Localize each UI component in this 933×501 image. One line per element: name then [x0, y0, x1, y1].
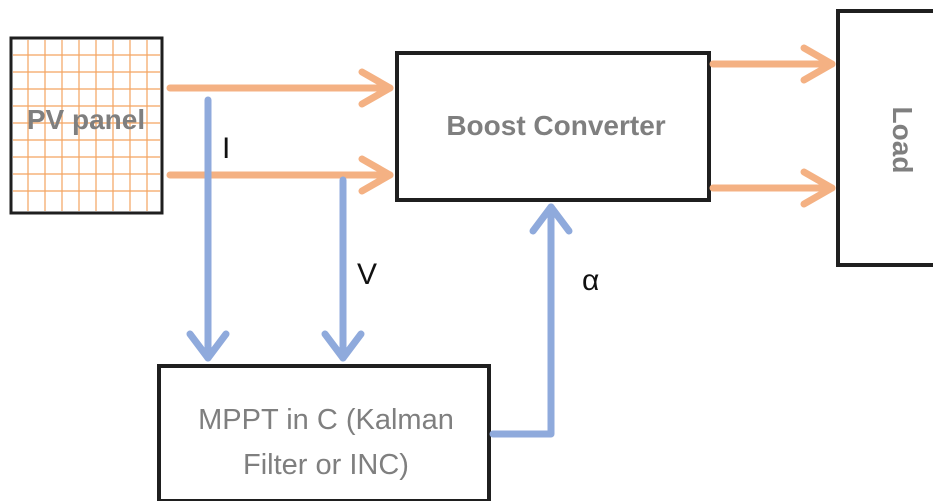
voltage-label: V — [357, 258, 377, 291]
boost-converter-block: Boost Converter — [395, 51, 711, 202]
duty-label: α — [582, 264, 599, 297]
power-arrow-pv-top — [166, 68, 394, 108]
load-block: Load — [836, 9, 933, 267]
current-signal-arrow — [186, 96, 230, 362]
duty-signal-arrow — [489, 203, 573, 438]
power-arrow-load-top — [709, 44, 836, 84]
pv-panel-label: PV panel — [27, 104, 145, 135]
load-label: Load — [887, 107, 918, 174]
current-label: I — [222, 132, 230, 165]
pv-panel-block: PV panel — [9, 36, 164, 215]
mppt-label-line2: Filter or INC) — [243, 449, 409, 481]
voltage-signal-arrow — [321, 176, 365, 362]
power-arrow-load-bottom — [709, 168, 836, 208]
mppt-block: MPPT in C (Kalman Filter or INC) — [157, 364, 491, 501]
boost-converter-label: Boost Converter — [446, 110, 665, 141]
mppt-label-line1: MPPT in C (Kalman — [198, 404, 454, 436]
pv-panel-grid — [13, 40, 160, 211]
power-arrow-pv-bottom — [166, 155, 394, 195]
